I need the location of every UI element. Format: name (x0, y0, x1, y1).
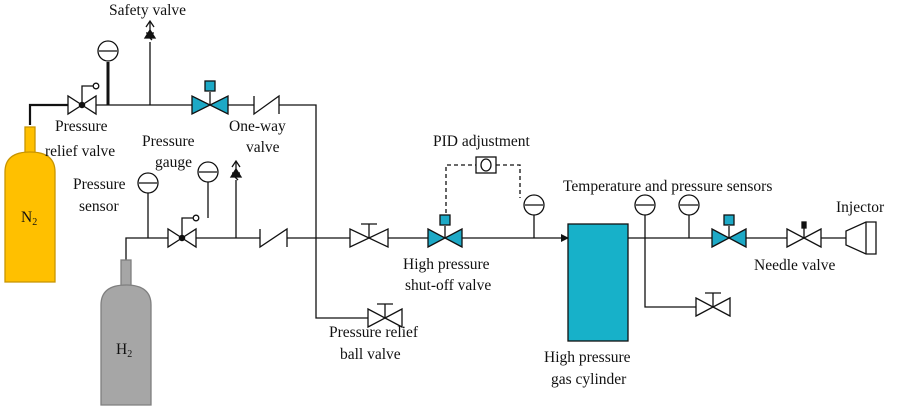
pressure-gauge-label-2: gauge (155, 154, 192, 171)
pressure-sensor-outlet (678, 194, 700, 216)
high-pressure-shutoff-valve (427, 214, 463, 249)
high-pressure-shutoff-label-1: High pressure (403, 256, 490, 273)
pressure-sensor-label-1: Pressure (73, 176, 126, 193)
h2-cylinder (100, 259, 152, 406)
temperature-sensor (634, 194, 656, 216)
solenoid-valve-outlet (711, 214, 747, 249)
safety-valve-h2 (229, 159, 243, 181)
pressure-relief-ball-valve-label-1: Pressure relief (329, 324, 419, 341)
safety-valve-n2 (143, 19, 157, 41)
pressure-relief-ball-valve (367, 303, 403, 329)
high-pressure-cylinder-label-2: gas cylinder (551, 371, 627, 388)
pressure-relief-valve-n2 (67, 82, 100, 116)
solenoid-valve-n2 (191, 80, 229, 116)
h2-cylinder-label: H2 (116, 341, 132, 360)
one-way-valve-label-2: valve (246, 139, 280, 156)
temperature-pressure-sensors-label: Temperature and pressure sensors (563, 178, 772, 195)
n2-cylinder-label: N2 (21, 209, 37, 228)
one-way-valve-label-1: One-way (229, 118, 286, 135)
pressure-gauge-label-1: Pressure (142, 133, 195, 150)
piping (28, 42, 846, 319)
pressure-relief-valve-label-2: relief valve (45, 143, 115, 160)
high-pressure-shutoff-label-2: shut-off valve (405, 277, 491, 294)
pid-controller (475, 156, 497, 174)
needle-valve (786, 221, 822, 249)
pressure-sensor-label-2: sensor (79, 198, 119, 215)
high-pressure-gas-cylinder (567, 223, 629, 342)
drain-valve (695, 292, 731, 318)
pressure-sensor-pid (523, 194, 545, 216)
pressure-relief-valve-h2 (167, 214, 200, 249)
labels: Safety valve Pressure relief valve Press… (21, 2, 885, 388)
injector-label: Injector (836, 199, 885, 216)
injector (845, 221, 877, 255)
needle-valve-label: Needle valve (754, 257, 835, 274)
one-way-valve-n2 (253, 94, 280, 116)
pressure-gauge-n2 (97, 40, 119, 62)
pressure-relief-ball-valve-label-2: ball valve (340, 346, 401, 363)
n2-cylinder (4, 126, 56, 283)
pressure-gauge-h2 (197, 161, 219, 218)
pressure-sensor (137, 172, 159, 194)
manual-valve-h2-line (349, 223, 389, 249)
one-way-valve-h2 (259, 227, 288, 249)
safety-valve-label: Safety valve (109, 2, 186, 19)
pressure-relief-valve-label-1: Pressure (55, 118, 108, 135)
pid-adjustment-label: PID adjustment (433, 133, 531, 150)
high-pressure-cylinder-label-1: High pressure (544, 349, 631, 366)
